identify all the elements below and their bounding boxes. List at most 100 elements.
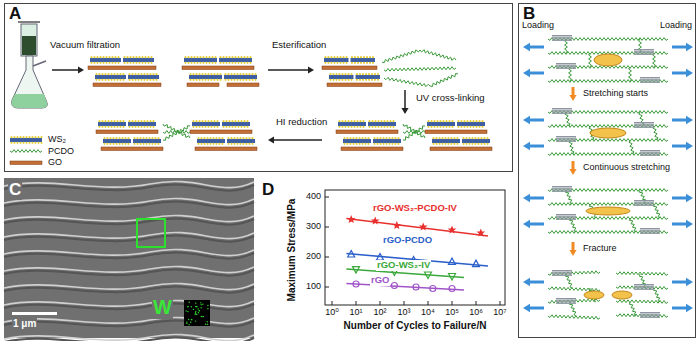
graphene-sheet	[640, 77, 660, 79]
ws2-atom	[201, 79, 203, 81]
ws2-atom	[374, 73, 376, 75]
ws2-atom	[327, 62, 329, 64]
ws2-atom	[149, 73, 151, 75]
arrow-shaft	[672, 119, 686, 122]
ws2-atom	[233, 137, 235, 139]
tick	[332, 301, 333, 305]
arrow-head	[686, 116, 693, 124]
ws2-atom	[140, 126, 142, 128]
layer-shadow	[4, 269, 254, 275]
layer-edge	[4, 181, 254, 187]
ws2-atom	[345, 56, 347, 58]
scale-label: 1 μm	[12, 318, 37, 330]
ws2-atom	[379, 137, 381, 139]
ws2-layer	[192, 122, 220, 126]
ws2-atom	[157, 143, 159, 145]
arrow-head	[268, 136, 274, 143]
ws2-platelet	[586, 207, 630, 215]
graphene-sheet	[634, 200, 654, 202]
ws2-atom	[104, 79, 106, 81]
arrow-shaft	[572, 242, 575, 250]
ws2-atom	[128, 73, 130, 75]
ws2-atom	[438, 137, 440, 139]
ws2-atom	[251, 79, 253, 81]
go-sheet	[227, 83, 259, 87]
ws2-atom	[463, 120, 465, 122]
graphene-sheet	[552, 270, 572, 272]
ws2-atom	[243, 120, 245, 122]
ws2-platelet	[590, 128, 626, 138]
graphene-sheet	[640, 79, 660, 81]
ws2-atom	[441, 137, 443, 139]
eds-dot	[187, 306, 188, 307]
ws2-atom	[196, 62, 198, 64]
ws2-atom	[466, 120, 468, 122]
ws2-atom	[134, 126, 136, 128]
arrow-head	[523, 304, 530, 312]
ws2-atom	[465, 137, 467, 139]
ws2-atom	[339, 62, 341, 64]
ws2-atom	[187, 56, 189, 58]
ws2-atom	[196, 56, 198, 58]
ws2-atom	[90, 62, 92, 64]
eds-dot	[199, 310, 200, 311]
ws2-atom	[251, 73, 253, 75]
ws2-atom	[374, 79, 376, 81]
eds-dot	[195, 312, 196, 313]
ws2-layer	[457, 122, 485, 126]
ws2-atom	[246, 126, 248, 128]
stage-label: Fracture	[582, 243, 618, 253]
ws2-atom	[380, 126, 382, 128]
series-label: rGO-WS₂-PCDO-IV	[372, 203, 458, 214]
layer-shadow	[4, 184, 254, 190]
ws2-atom	[110, 126, 112, 128]
pcdo-chain	[548, 231, 668, 234]
ws2-atom	[385, 143, 387, 145]
ws2-atom	[150, 62, 152, 64]
pcdo-chain	[639, 112, 644, 126]
ws2-atom	[113, 73, 115, 75]
ws2-atom	[383, 120, 385, 122]
step-label: Vacuum filtration	[50, 40, 120, 51]
ws2-atom	[119, 120, 121, 122]
ws2-atom	[448, 126, 450, 128]
circle-marker	[449, 286, 455, 292]
ws2-atom	[107, 126, 109, 128]
pcdo-chain	[569, 140, 574, 154]
eds-dot	[186, 323, 187, 324]
eds-dot	[196, 306, 197, 307]
pcdo-chain	[548, 203, 668, 206]
ws2-atom	[332, 79, 334, 81]
ws2-atom	[221, 143, 223, 145]
ws2-atom	[135, 56, 137, 58]
ws2-atom	[138, 56, 140, 58]
step-label: UV cross-linking	[416, 93, 485, 104]
ws2-atom	[116, 126, 118, 128]
ws2-atom	[341, 73, 343, 75]
ws2-atom	[351, 56, 353, 58]
ws2-atom	[324, 62, 326, 64]
graphene-sheet	[556, 138, 576, 140]
ws2-atom	[105, 56, 107, 58]
eds-dot	[202, 316, 203, 317]
ws2-atom	[107, 73, 109, 75]
ws2-layer	[123, 58, 154, 62]
ws2-atom	[474, 137, 476, 139]
tick	[500, 301, 501, 305]
ws2-atom	[34, 142, 36, 144]
ws2-atom	[456, 143, 458, 145]
ws2-atom	[383, 126, 385, 128]
tick	[428, 301, 429, 305]
ws2-atom	[202, 56, 204, 58]
circle-marker	[413, 284, 419, 290]
ws2-atom	[360, 62, 362, 64]
ws2-atom	[31, 136, 33, 138]
ws2-atom	[99, 62, 101, 64]
ws2-atom	[222, 126, 224, 128]
arrow-head	[523, 116, 530, 124]
ws2-atom	[377, 73, 379, 75]
ws2-atom	[245, 137, 247, 139]
ws2-atom	[134, 120, 136, 122]
ws2-atom	[371, 79, 373, 81]
tick	[325, 287, 329, 288]
